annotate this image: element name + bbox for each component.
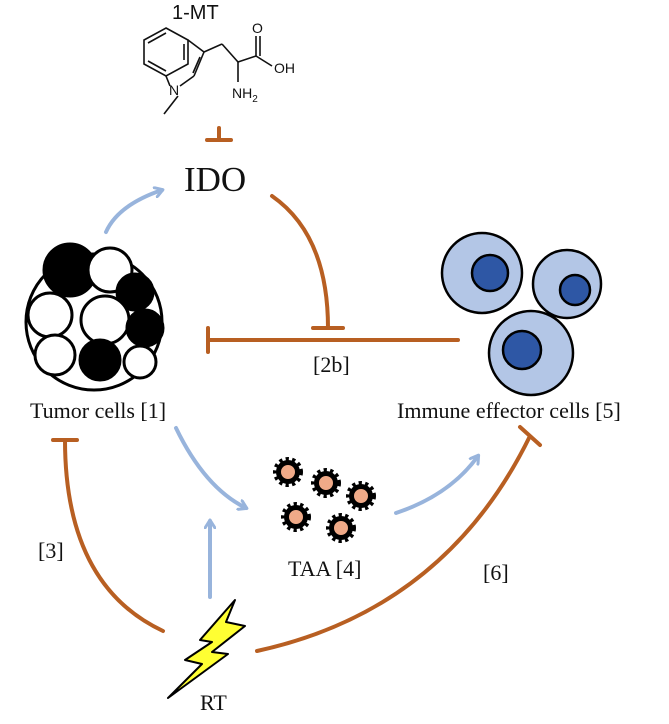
rt-label: RT [200, 690, 227, 715]
edge-label-6: [6] [483, 560, 509, 585]
effector-cells-label: Immune effector cells [5] [397, 398, 621, 423]
inhibit-rt-tumor [51, 438, 165, 633]
lightning-bolt-icon [167, 599, 246, 699]
tumor-cell-cluster [24, 242, 165, 392]
effector-cell-2 [531, 248, 603, 320]
ido-label: IDO [184, 160, 247, 199]
effector-cell-3 [487, 309, 575, 397]
arrow-taa-to-effector [394, 456, 478, 515]
effector-cell-1 [440, 231, 524, 315]
inhibit-ido-effector [270, 194, 345, 330]
activation-arrows [104, 190, 478, 599]
taa-particle-4 [281, 502, 311, 532]
arrow-tumor-to-taa [174, 426, 246, 508]
arrow-tumor-to-ido [104, 190, 162, 234]
taa-label: TAA [4] [288, 556, 362, 581]
1mt-label: 1-MT [172, 2, 219, 24]
o-group-label: O [252, 20, 263, 36]
edge-label-3: [3] [38, 538, 64, 563]
1mt-structure [143, 27, 273, 115]
inhibit-rt-effector [255, 425, 542, 653]
inhibit-1mt-ido [205, 126, 233, 142]
nh2-group-label: NH2 [232, 85, 258, 105]
taa-particle-2 [311, 468, 341, 498]
taa-particle-1 [273, 457, 303, 487]
taa-particle-3 [346, 481, 376, 511]
n-group-label: N [169, 82, 180, 98]
taa-particle-5 [326, 513, 356, 543]
inhibition-arrows [51, 126, 542, 653]
oh-group-label: OH [274, 60, 295, 76]
inhibit-effector-tumor [206, 326, 460, 354]
edge-label-2b: [2b] [313, 352, 350, 377]
tumor-cells-label: Tumor cells [1] [30, 398, 167, 423]
